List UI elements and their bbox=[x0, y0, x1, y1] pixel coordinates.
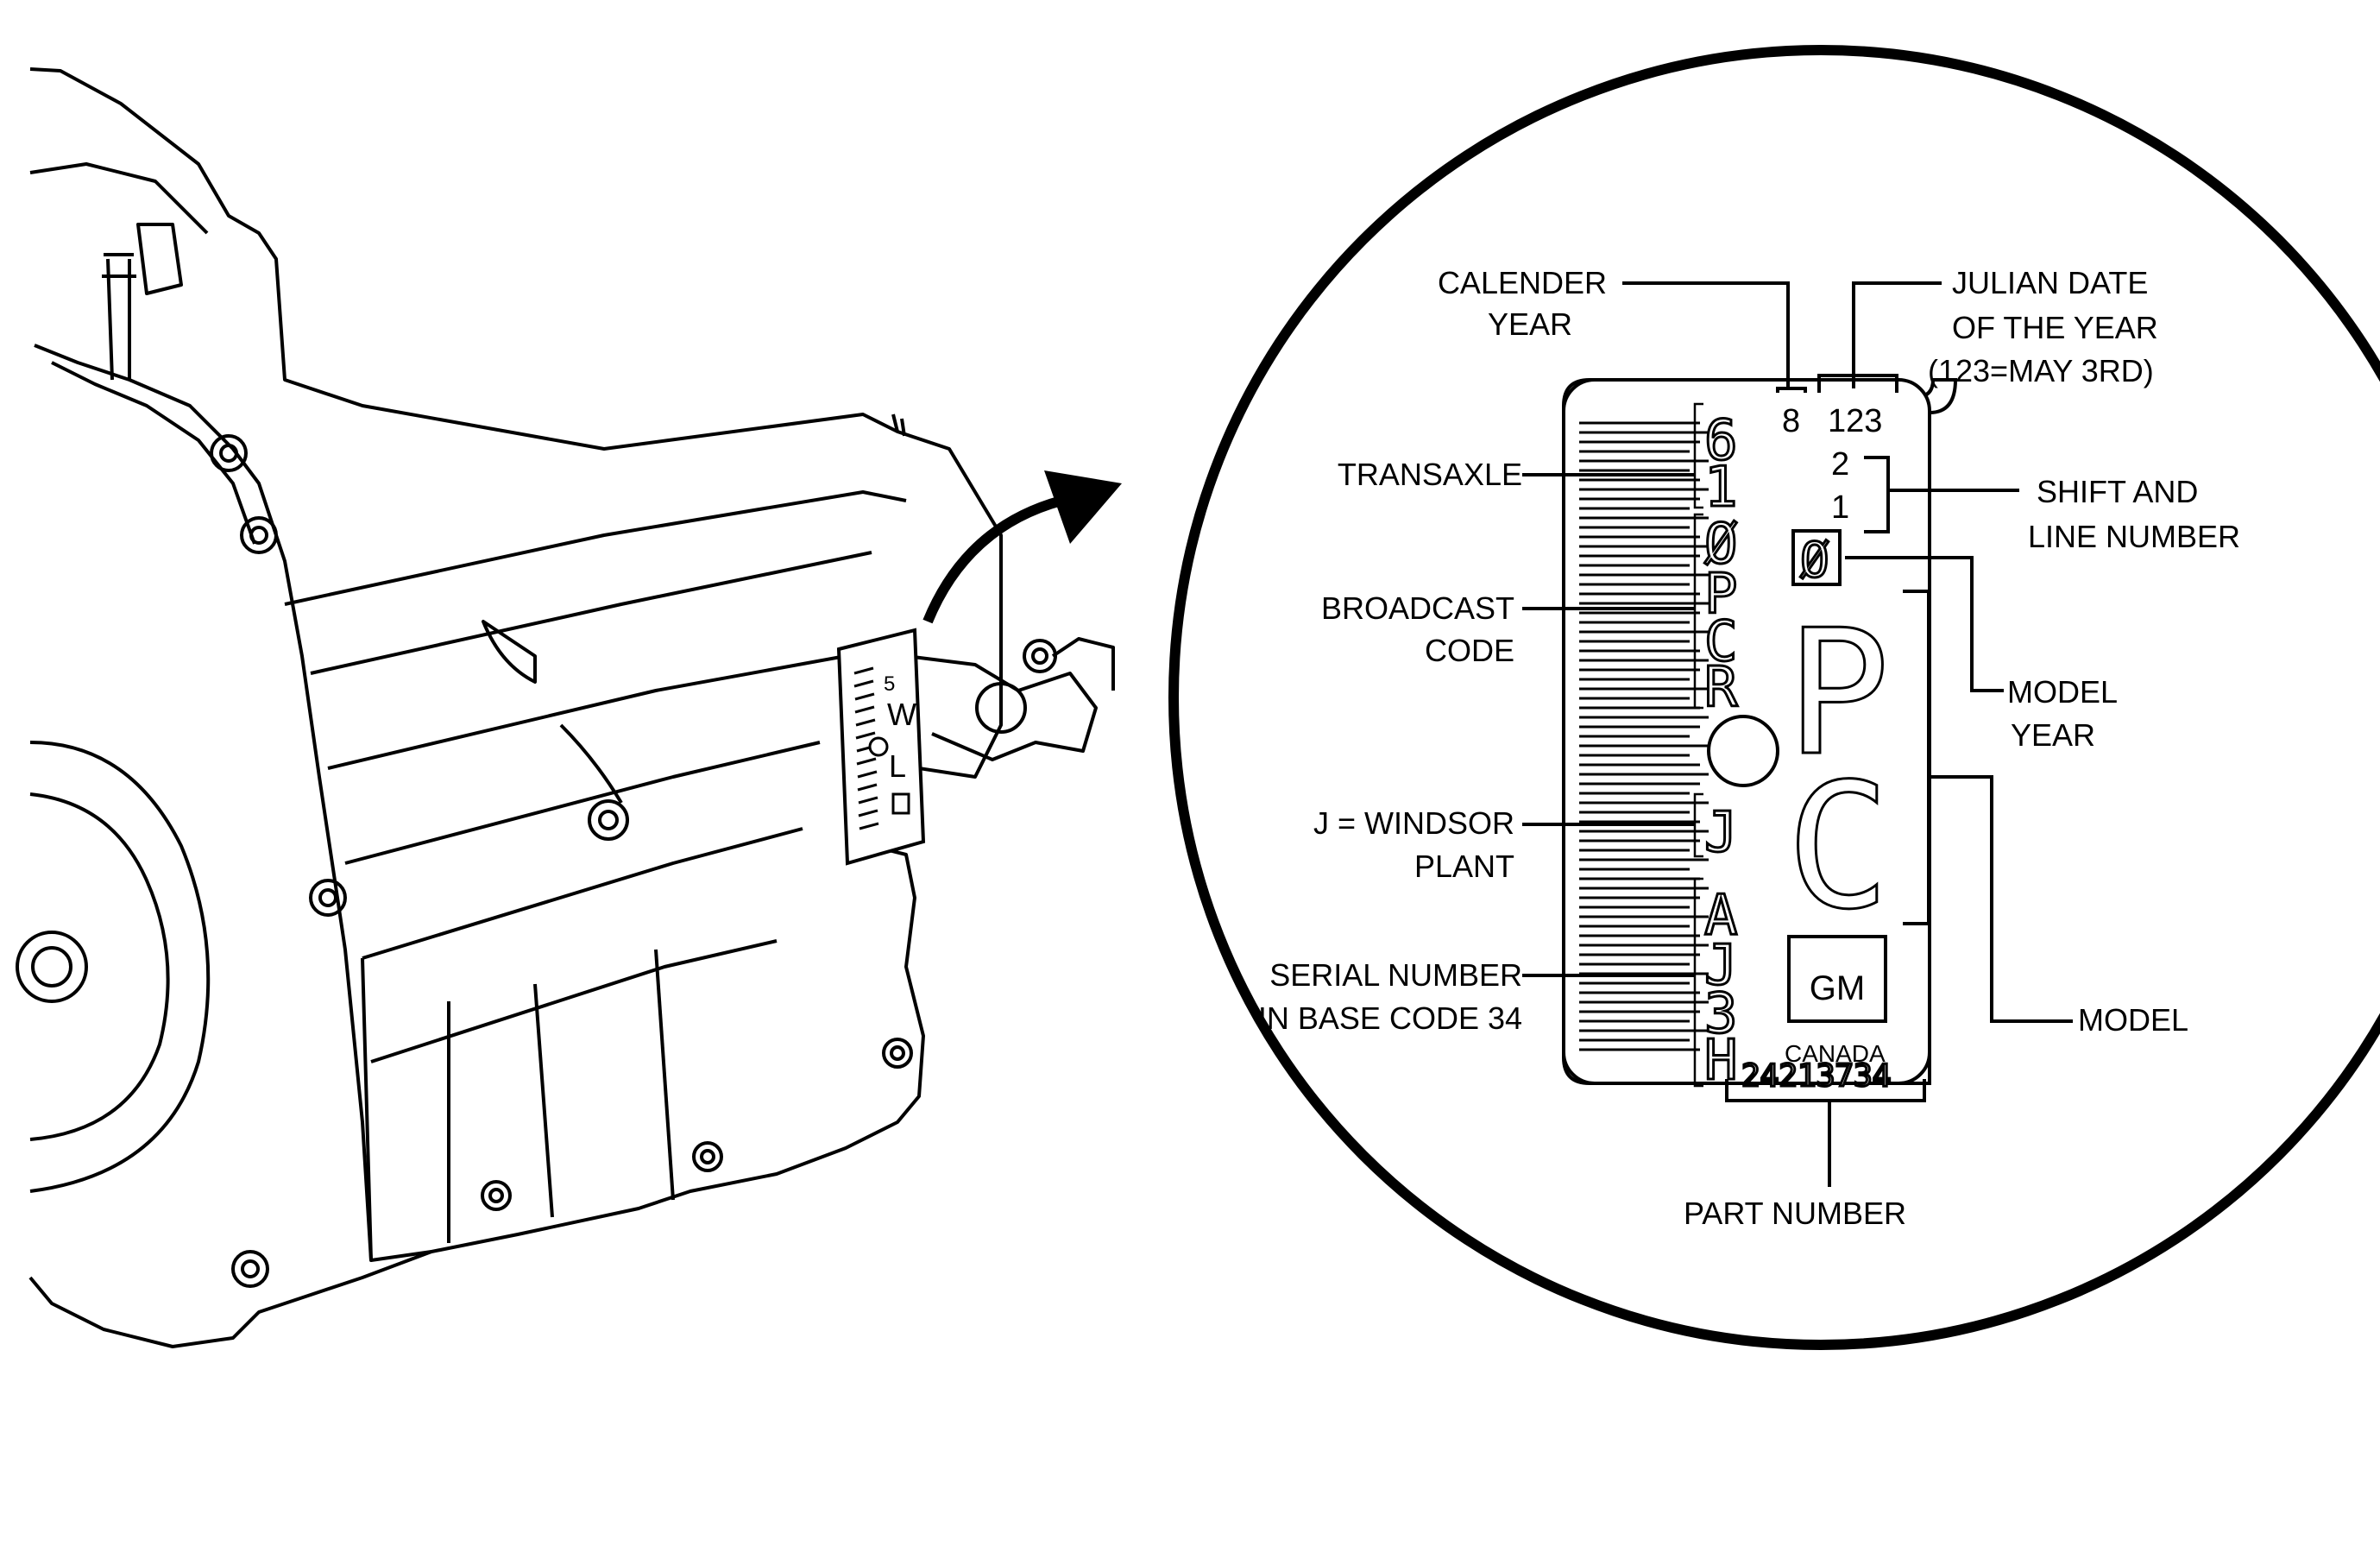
model-char: C bbox=[1786, 747, 1890, 948]
label-calendar-year: YEAR bbox=[1488, 306, 1572, 342]
broadcast-char: R bbox=[1704, 656, 1738, 720]
plant-char: J bbox=[1704, 801, 1738, 865]
label-calendar-year: CALENDER bbox=[1438, 265, 1607, 300]
small-tag-char: L bbox=[889, 748, 906, 784]
transaxle-char: 1 bbox=[1704, 456, 1738, 520]
housing-bolts bbox=[210, 434, 1057, 1288]
label-model: MODEL bbox=[2078, 1002, 2188, 1038]
label-serial: SERIAL NUMBER bbox=[1269, 957, 1522, 993]
model-year-char: Ø bbox=[1800, 533, 1829, 589]
label-broadcast: CODE bbox=[1425, 633, 1514, 668]
model-char: P bbox=[1786, 593, 1890, 794]
small-id-tag: 5 W L bbox=[836, 628, 926, 866]
label-shift-line: LINE NUMBER bbox=[2028, 519, 2240, 554]
serial-char: A bbox=[1704, 884, 1738, 948]
leader-lines bbox=[1522, 281, 2073, 1187]
tag-hole bbox=[1707, 715, 1779, 787]
id-tag: 6 1 Ø P C R J A J 3 H 8 123 2 1 Ø P C GM… bbox=[1562, 378, 1958, 1095]
label-windsor: J = WINDSOR bbox=[1313, 805, 1514, 841]
label-transaxle: TRANSAXLE bbox=[1338, 457, 1522, 492]
broadcast-char: Ø bbox=[1704, 513, 1738, 577]
label-julian-date: JULIAN DATE bbox=[1952, 265, 2148, 300]
small-tag-char: W bbox=[887, 697, 916, 732]
callout-labels: CALENDER YEAR JULIAN DATE OF THE YEAR (1… bbox=[1258, 265, 2240, 1231]
small-tag-char: 5 bbox=[884, 672, 895, 696]
label-model-year: YEAR bbox=[2011, 717, 2095, 753]
country: CANADA bbox=[1785, 1040, 1886, 1067]
broadcast-char: P bbox=[1704, 563, 1738, 627]
gm-logo-box bbox=[1787, 935, 1887, 1023]
barcode bbox=[1579, 421, 1709, 1051]
julian-date: 123 bbox=[1828, 403, 1882, 439]
shift-number: 2 bbox=[1831, 446, 1849, 483]
serial-char: H bbox=[1704, 1029, 1738, 1093]
label-julian-date: OF THE YEAR bbox=[1952, 310, 2158, 345]
transaxle-drawing bbox=[16, 67, 1115, 1348]
serial-char: J bbox=[1704, 934, 1738, 998]
label-windsor: PLANT bbox=[1414, 849, 1514, 884]
transaxle-char: 6 bbox=[1704, 409, 1738, 473]
pointer-arrow bbox=[922, 470, 1122, 624]
line-number: 1 bbox=[1831, 489, 1849, 526]
label-serial: IN BASE CODE 34 bbox=[1258, 1000, 1522, 1036]
label-julian-date: (123=MAY 3RD) bbox=[1928, 353, 2154, 388]
serial-char: 3 bbox=[1704, 982, 1738, 1046]
label-broadcast: BROADCAST bbox=[1321, 590, 1514, 626]
part-number-value: 24213734 bbox=[1741, 1058, 1891, 1094]
label-model-year: MODEL bbox=[2007, 674, 2118, 710]
year-digit: 8 bbox=[1782, 403, 1800, 439]
broadcast-char: C bbox=[1704, 610, 1738, 674]
label-part-number: PART NUMBER bbox=[1684, 1196, 1906, 1231]
gm-logo: GM bbox=[1810, 969, 1865, 1007]
label-shift-line: SHIFT AND bbox=[2037, 474, 2198, 509]
